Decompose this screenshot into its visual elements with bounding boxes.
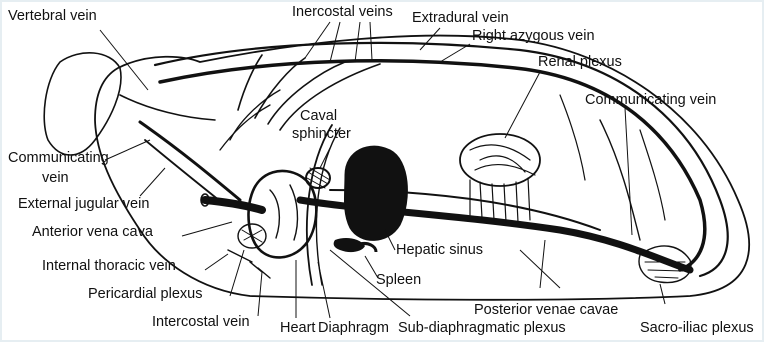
label-intercostal-vein: Intercostal vein xyxy=(152,314,250,330)
communicating-vein-left xyxy=(140,122,240,200)
label-heart: Heart xyxy=(280,320,315,336)
intercostal-vein-lower xyxy=(250,262,270,278)
label-communicating-vein-right: Communicating vein xyxy=(585,92,716,108)
label-intercostal-veins: Inercostal veins xyxy=(292,4,393,20)
label-spleen: Spleen xyxy=(376,272,421,288)
label-anterior-vena-cava: Anterior vena cava xyxy=(32,224,153,240)
anterior-vena-cava xyxy=(205,200,262,210)
label-external-jugular-vein: External jugular vein xyxy=(18,196,149,212)
communicating-vein-right xyxy=(600,120,640,240)
label-extradural-vein: Extradural vein xyxy=(412,10,509,26)
label-renal-plexus: Renal plexus xyxy=(538,54,622,70)
heart-outline xyxy=(248,171,316,258)
intercostal-vein-1 xyxy=(238,55,262,110)
label-posterior-venae-cavae: Posterior venae cavae xyxy=(474,302,618,318)
label-sphincter: sphincter xyxy=(292,126,351,142)
label-right-azygous-vein: Right azygous vein xyxy=(472,28,595,44)
external-jugular-vein xyxy=(145,140,225,205)
label-internal-thoracic-vein: Internal thoracic vein xyxy=(42,258,176,274)
hepatic-sinus xyxy=(344,146,407,240)
internal-thoracic-vein xyxy=(228,250,252,262)
label-pericardial-plexus: Pericardial plexus xyxy=(88,286,202,302)
label-communicating-vein-left-1: Communicating xyxy=(8,150,109,166)
label-vertebral-vein: Vertebral vein xyxy=(8,8,97,24)
label-sub-diaphragmatic-plexus: Sub-diaphragmatic plexus xyxy=(398,320,566,336)
label-hepatic-sinus: Hepatic sinus xyxy=(396,242,483,258)
label-diaphragm: Diaphragm xyxy=(318,320,389,336)
label-communicating-vein-left-2: vein xyxy=(42,170,69,186)
vertebral-vein-line xyxy=(120,95,215,120)
head-outline xyxy=(44,53,121,155)
intercostal-vein-6 xyxy=(220,105,270,150)
label-caval: Caval xyxy=(300,108,337,124)
label-sacro-iliac-plexus: Sacro-iliac plexus xyxy=(640,320,754,336)
